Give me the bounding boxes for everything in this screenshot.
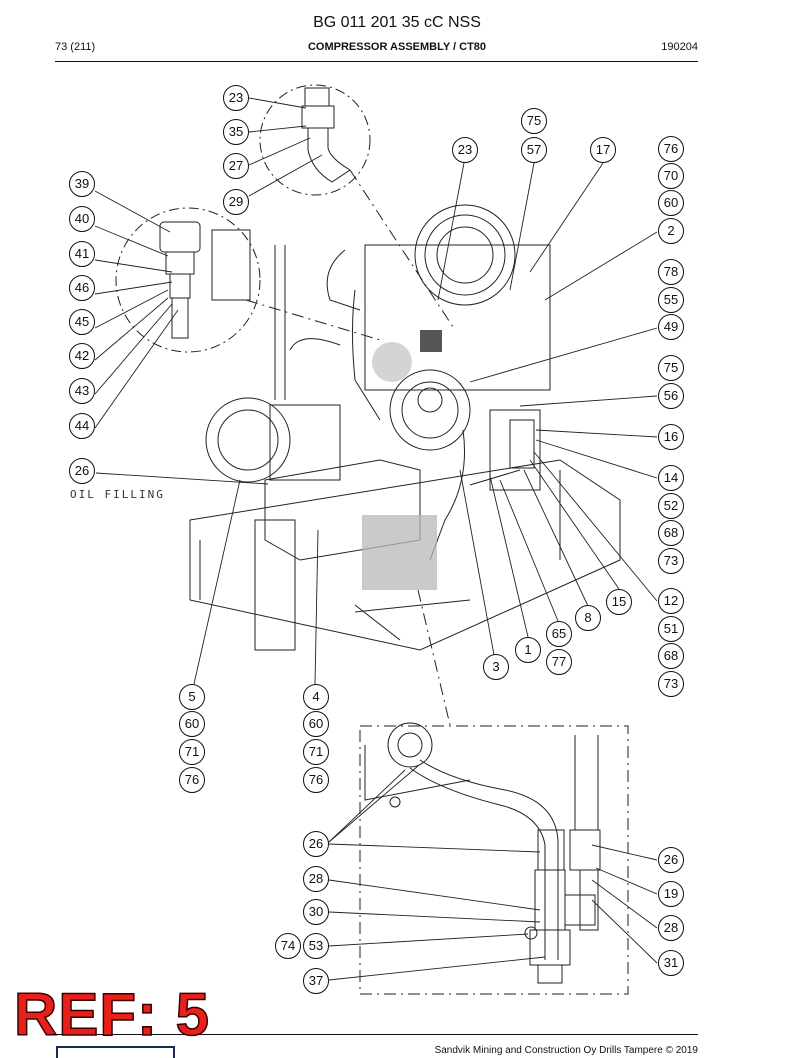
callout-31: 31	[658, 950, 684, 976]
callout-45: 45	[69, 309, 95, 335]
callout-73: 73	[658, 548, 684, 574]
callout-53: 53	[303, 933, 329, 959]
detail-circle-left	[115, 207, 261, 353]
callout-8: 8	[575, 605, 601, 631]
detail-circle-top	[259, 84, 371, 196]
callout-27: 27	[223, 153, 249, 179]
ref-stamp: REF: 5	[13, 981, 211, 1048]
callout-76: 76	[303, 767, 329, 793]
callout-14: 14	[658, 465, 684, 491]
callout-49: 49	[658, 314, 684, 340]
document-date: 190204	[661, 41, 698, 53]
callout-70: 70	[658, 163, 684, 189]
callout-55: 55	[658, 287, 684, 313]
callout-52: 52	[658, 493, 684, 519]
callout-76: 76	[179, 767, 205, 793]
callout-65: 65	[546, 621, 572, 647]
callout-60: 60	[303, 711, 329, 737]
detail-frame-bottom	[359, 725, 629, 995]
callout-2: 2	[658, 218, 684, 244]
callout-41: 41	[69, 241, 95, 267]
callout-17: 17	[590, 137, 616, 163]
callout-73: 73	[658, 671, 684, 697]
callout-40: 40	[69, 206, 95, 232]
callout-28: 28	[658, 915, 684, 941]
callout-23: 23	[452, 137, 478, 163]
callout-26: 26	[303, 831, 329, 857]
sandvik-logo	[56, 1046, 175, 1058]
callout-26: 26	[69, 458, 95, 484]
callout-19: 19	[658, 881, 684, 907]
callout-68: 68	[658, 520, 684, 546]
callout-26: 26	[658, 847, 684, 873]
callout-43: 43	[69, 378, 95, 404]
callout-74: 74	[275, 933, 301, 959]
callout-30: 30	[303, 899, 329, 925]
callout-75: 75	[521, 108, 547, 134]
footer-rule	[55, 1034, 698, 1035]
callout-42: 42	[69, 343, 95, 369]
document-title: BG 011 201 35 cC NSS	[313, 14, 481, 31]
callout-60: 60	[179, 711, 205, 737]
callout-28: 28	[303, 866, 329, 892]
callout-75: 75	[658, 355, 684, 381]
footer-copyright: Sandvik Mining and Construction Oy Drill…	[434, 1045, 698, 1056]
callout-77: 77	[546, 649, 572, 675]
callout-51: 51	[658, 616, 684, 642]
oil-filling-label: OIL FILLING	[70, 488, 165, 501]
callout-35: 35	[223, 119, 249, 145]
callout-16: 16	[658, 424, 684, 450]
callout-56: 56	[658, 383, 684, 409]
header-rule	[55, 61, 698, 62]
callout-71: 71	[179, 739, 205, 765]
section-title: COMPRESSOR ASSEMBLY / CT80	[307, 41, 487, 53]
callout-76: 76	[658, 136, 684, 162]
callout-1: 1	[515, 637, 541, 663]
callout-37: 37	[303, 968, 329, 994]
callout-78: 78	[658, 259, 684, 285]
callout-15: 15	[606, 589, 632, 615]
callout-29: 29	[223, 189, 249, 215]
callout-68: 68	[658, 643, 684, 669]
callout-46: 46	[69, 275, 95, 301]
callout-3: 3	[483, 654, 509, 680]
callout-71: 71	[303, 739, 329, 765]
callout-23: 23	[223, 85, 249, 111]
callout-39: 39	[69, 171, 95, 197]
page-number: 73 (211)	[55, 41, 96, 53]
callout-12: 12	[658, 588, 684, 614]
callout-44: 44	[69, 413, 95, 439]
callout-57: 57	[521, 137, 547, 163]
callout-4: 4	[303, 684, 329, 710]
callout-5: 5	[179, 684, 205, 710]
callout-60: 60	[658, 190, 684, 216]
